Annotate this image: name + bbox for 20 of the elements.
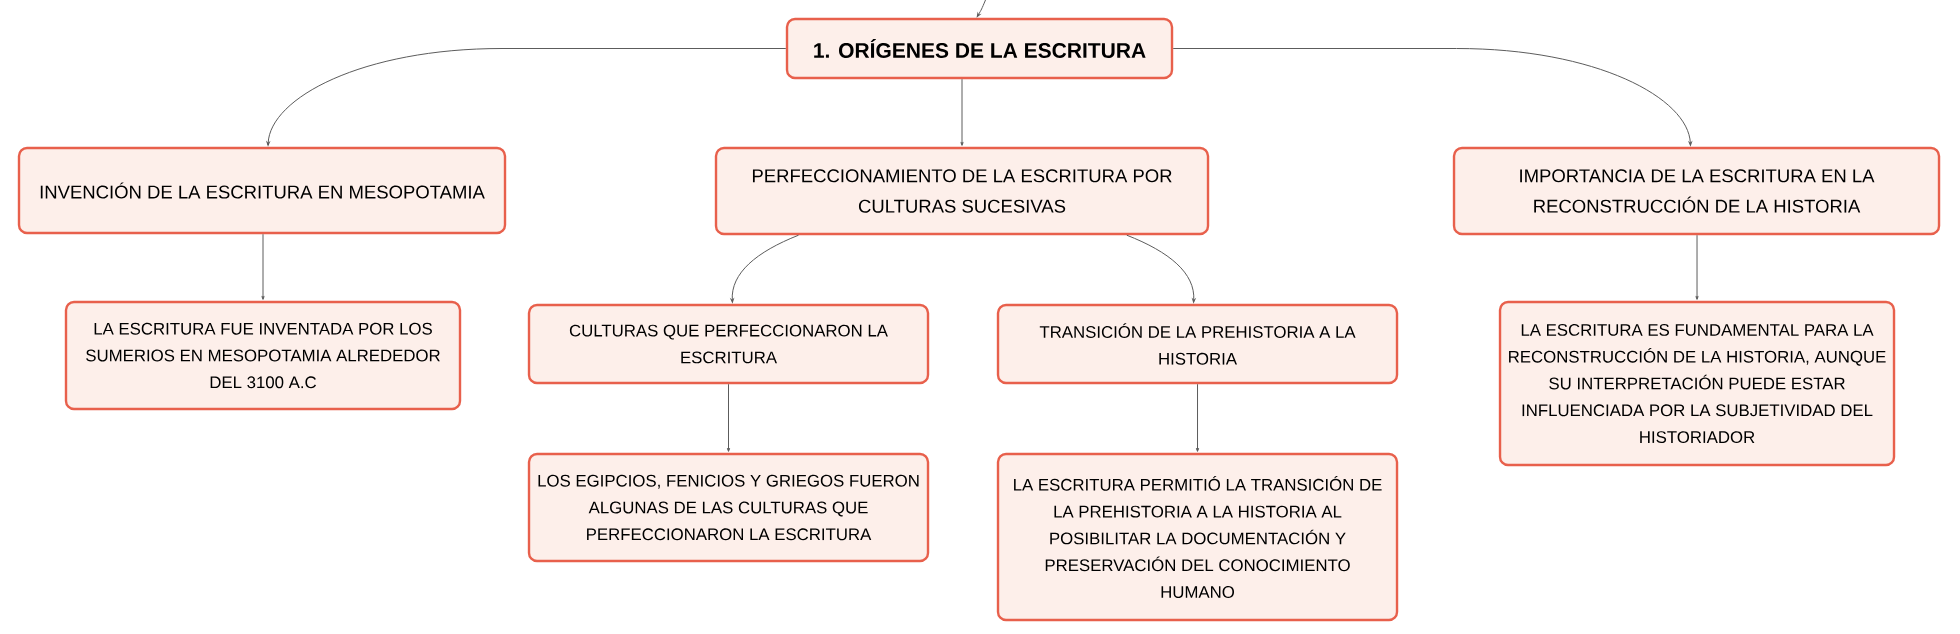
connector-arrow xyxy=(261,233,265,300)
detail-box: LA ESCRITURA PERMITIÓ LA TRANSICIÓN DE LA PREHISTORIA A LA HISTORIA AL POSIBILITAR LA DOCUMENTACIÓN Y PRESERVACIÓN DEL CONOCIMIENTO HUMANO xyxy=(996,452,1399,622)
detail-box: TRANSICIÓN DE LA PREHISTORIA A LA HISTORIA xyxy=(996,303,1399,385)
detail-box: CULTURAS QUE PERFECCIONARON LA ESCRITURA xyxy=(527,303,930,385)
connector-arrow xyxy=(726,383,731,452)
connector-arrow xyxy=(266,48,787,146)
detail-box: LOS EGIPCIOS, FENICIOS Y GRIEGOS FUERON ALGUNAS DE LAS CULTURAS QUE PERFECCIONARON LA ESCRITURA xyxy=(527,452,930,563)
connector-arrow xyxy=(976,0,986,18)
topic-box: INVENCIÓN DE LA ESCRITURA EN MESOPOTAMIA xyxy=(17,146,507,235)
connector-arrow xyxy=(730,234,799,303)
connector-arrow xyxy=(1195,383,1200,452)
topic-box: IMPORTANCIA DE LA ESCRITURA EN LA RECONSTRUCCIÓN DE LA HISTORIA xyxy=(1452,146,1941,236)
detail-box: LA ESCRITURA FUE INVENTADA POR LOS SUMERIOS EN MESOPOTAMIA ALREDEDOR DEL 3100 A.C xyxy=(64,300,462,411)
detail-box: LA ESCRITURA ES FUNDAMENTAL PARA LA RECONSTRUCCIÓN DE LA HISTORIA, AUNQUE SU INTERPRETACIÓN PUEDE ESTAR INFLUENCIADA POR LA SUBJETIVIDAD DEL HISTORIADOR xyxy=(1498,300,1896,467)
connector-arrow xyxy=(1172,48,1692,146)
connector-arrow xyxy=(960,78,964,146)
central-topic-box: 1. ORÍGENES DE LA ESCRITURA xyxy=(785,17,1174,80)
connector-arrow xyxy=(1126,234,1196,303)
connector-arrow xyxy=(1695,234,1699,300)
topic-box: PERFECCIONAMIENTO DE LA ESCRITURA POR CULTURAS SUCESIVAS xyxy=(714,146,1210,236)
